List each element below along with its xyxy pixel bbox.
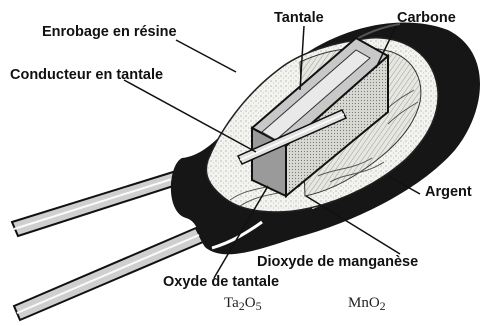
label-enrobage-en-resine: Enrobage en résine (42, 25, 177, 40)
label-oxyde-de-tantale: Oxyde de tantale (163, 275, 279, 290)
label-conducteur-en-tantale: Conducteur en tantale (10, 68, 163, 83)
label-argent: Argent (425, 185, 472, 200)
formula-mno2: MnO2 (348, 296, 386, 312)
label-dioxyde-de-manganese: Dioxyde de manganèse (257, 255, 418, 270)
leader-enrobage (176, 40, 236, 72)
label-carbone: Carbone (397, 11, 456, 26)
label-tantale: Tantale (274, 11, 324, 26)
formula-ta2o5: Ta2O5 (224, 296, 262, 312)
